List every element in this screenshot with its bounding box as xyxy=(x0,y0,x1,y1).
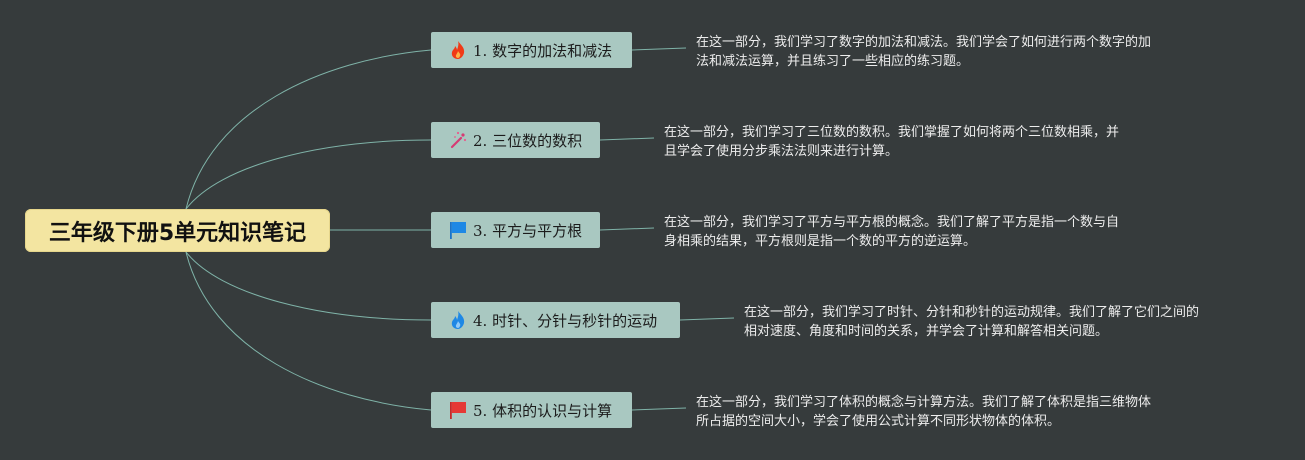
connector-branch-3-desc xyxy=(599,227,655,231)
branch-node-4[interactable]: 4. 时针、分针与秒针的运动 xyxy=(431,302,680,338)
branch-label-1: 1. 数字的加法和减法 xyxy=(473,41,613,60)
connector-root-branch-4 xyxy=(185,251,432,321)
root-title: 三年级下册5单元知识笔记 xyxy=(48,220,307,246)
connector-branch-4-desc xyxy=(679,317,735,321)
root-node[interactable]: 三年级下册5单元知识笔记 xyxy=(25,209,330,252)
blue-flag-icon xyxy=(447,219,469,241)
branch-description-2: 在这一部分，我们学习了三位数的数积。我们掌握了如何将两个三位数相乘，并 且学会了… xyxy=(664,123,1119,161)
description-line: 法和减法运算，并且练习了一些相应的练习题。 xyxy=(696,54,970,69)
connector-branch-5-desc xyxy=(631,407,687,411)
description-line: 所占据的空间大小，学会了使用公式计算不同形状物体的体积。 xyxy=(696,414,1061,429)
magic-wand-icon xyxy=(447,129,469,151)
branch-node-2[interactable]: 2. 三位数的数积 xyxy=(431,122,600,158)
blue-fire-icon xyxy=(447,309,469,331)
description-line: 在这一部分，我们学习了平方与平方根的概念。我们了解了平方是指一个数与自 xyxy=(664,215,1120,230)
branch-description-3: 在这一部分，我们学习了平方与平方根的概念。我们了解了平方是指一个数与自 身相乘的… xyxy=(664,213,1119,251)
branch-description-5: 在这一部分，我们学习了体积的概念与计算方法。我们了解了体积是指三维物体 所占据的… xyxy=(696,393,1151,431)
branch-node-1[interactable]: 1. 数字的加法和减法 xyxy=(431,32,632,68)
description-line: 在这一部分，我们学习了体积的概念与计算方法。我们了解了体积是指三维物体 xyxy=(696,395,1152,410)
description-line: 在这一部分，我们学习了数字的加法和减法。我们学会了如何进行两个数字的加 xyxy=(696,35,1152,50)
description-line: 且学会了使用分步乘法法则来进行计算。 xyxy=(664,144,899,159)
connector-root-branch-1 xyxy=(185,49,432,210)
description-line: 相对速度、角度和时间的关系，并学会了计算和解答相关问题。 xyxy=(744,324,1109,339)
branch-label-4: 4. 时针、分针与秒针的运动 xyxy=(473,311,658,330)
branch-label-3: 3. 平方与平方根 xyxy=(473,221,583,240)
connector-root-branch-5 xyxy=(185,251,432,411)
branch-label-5: 5. 体积的认识与计算 xyxy=(473,401,613,420)
connector-branch-2-desc xyxy=(599,137,655,141)
branch-description-1: 在这一部分，我们学习了数字的加法和减法。我们学会了如何进行两个数字的加 法和减法… xyxy=(696,33,1151,71)
branch-label-2: 2. 三位数的数积 xyxy=(473,131,583,150)
red-flag-icon xyxy=(447,399,469,421)
connector-root-branch-2 xyxy=(185,139,432,210)
branch-description-4: 在这一部分，我们学习了时针、分针和秒针的运动规律。我们了解了它们之间的 相对速度… xyxy=(744,303,1199,341)
branch-node-5[interactable]: 5. 体积的认识与计算 xyxy=(431,392,632,428)
branch-node-3[interactable]: 3. 平方与平方根 xyxy=(431,212,600,248)
description-line: 身相乘的结果，平方根则是指一个数的平方的逆运算。 xyxy=(664,234,977,249)
connector-branch-1-desc xyxy=(631,47,687,51)
fire-icon xyxy=(447,39,469,61)
description-line: 在这一部分，我们学习了时针、分针和秒针的运动规律。我们了解了它们之间的 xyxy=(744,305,1200,320)
description-line: 在这一部分，我们学习了三位数的数积。我们掌握了如何将两个三位数相乘，并 xyxy=(664,125,1120,140)
